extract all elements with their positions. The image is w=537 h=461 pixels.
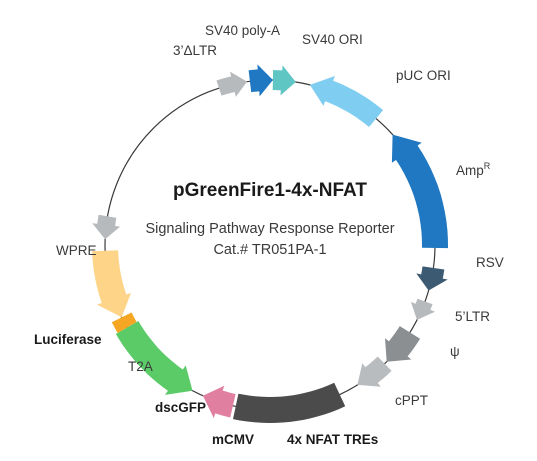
label-ampr-main: Amp xyxy=(456,163,484,178)
catalog-number: Cat.# TR051PA-1 xyxy=(213,242,326,258)
label-ampr-sup: R xyxy=(484,161,491,171)
feature-arrows xyxy=(92,64,448,423)
label-3ltr: 3’ΔLTR xyxy=(173,43,217,58)
label-sv40-polya: SV40 poly-A xyxy=(205,23,280,38)
label-dscgfp: dscGFP xyxy=(155,400,206,415)
plasmid-subtitle: Signaling Pathway Response Reporter xyxy=(145,221,394,237)
label-sv40-ori: SV40 ORI xyxy=(302,32,363,47)
feature-arrow-wpre xyxy=(92,214,121,240)
label-ampr: AmpR xyxy=(456,161,491,178)
feature-arrow-mcmv xyxy=(202,385,236,419)
plasmid-name: pGreenFire1-4x-NFAT xyxy=(173,180,367,201)
feature-arrow-ampr xyxy=(391,134,448,249)
label-wpre: WPRE xyxy=(56,243,97,258)
feature-arrow-sv40-ori xyxy=(272,65,296,96)
feature-arrow-puc-ori xyxy=(309,76,384,127)
label-luciferase: Luciferase xyxy=(34,332,102,347)
label-cppt: cPPT xyxy=(395,393,428,408)
feature-arrow-nfat-tres xyxy=(233,382,346,423)
label-t2a: T2A xyxy=(128,359,153,374)
label-mcmv: mCMV xyxy=(212,432,254,447)
feature-arrow-psi xyxy=(385,326,421,362)
feature-arrow-luciferase xyxy=(92,250,131,318)
feature-arrow-dscgfp xyxy=(115,321,193,395)
feature-arrow-t2a xyxy=(111,312,137,333)
label-5ltr: 5’LTR xyxy=(455,309,490,324)
feature-arrow-ltr3 xyxy=(216,71,247,97)
label-puc-ori: pUC ORI xyxy=(396,68,451,83)
label-psi: ψ xyxy=(450,344,460,359)
feature-arrow-cppt xyxy=(357,356,392,387)
feature-arrow-rsv xyxy=(416,266,448,291)
feature-arrow-sv40-polya xyxy=(248,64,273,97)
feature-arrow-ltr5 xyxy=(410,298,435,320)
label-nfat-tres: 4x NFAT TREs xyxy=(287,432,378,447)
label-rsv: RSV xyxy=(476,255,504,270)
